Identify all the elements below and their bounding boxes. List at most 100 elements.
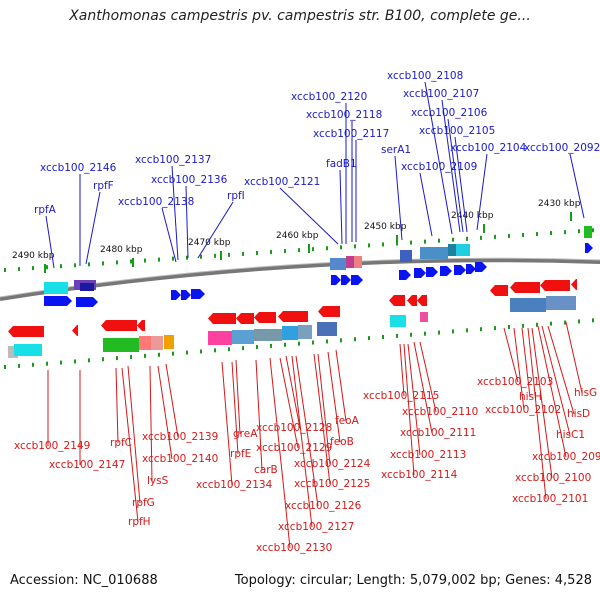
reverse-leader-line [527,327,547,500]
inner-scale-tick [564,320,566,325]
feature-block [80,283,94,291]
reverse-leader-line [399,343,405,397]
reverse-gene-arrow [318,306,340,317]
inner-scale-tick [522,323,524,328]
feature-block [546,296,576,310]
reverse-gene-label: hisD [567,408,590,420]
reverse-gene-arrow [407,295,417,306]
reverse-gene-label: xccb100_2126 [285,500,362,512]
forward-gene-arrow [475,262,487,272]
reverse-gene-label: xccb100_2100 [515,472,591,484]
reverse-gene-label: hisH [519,391,542,403]
forward-leader-line [197,201,234,259]
reverse-leader-line [547,325,575,415]
inner-scale-tick [88,358,90,363]
feature-block [298,325,312,339]
inner-scale-tick [172,351,174,356]
scale-label: 2430 kbp [538,199,581,209]
outer-scale-tick [32,266,34,271]
reverse-gene-label: xccb100_2114 [381,469,458,481]
forward-gene-arrow [76,297,98,307]
inner-scale-tick [116,356,118,361]
feature-block [14,344,42,356]
outer-scale-tick [18,267,20,272]
outer-scale-tick [144,258,146,263]
feature-block [151,336,163,350]
reverse-gene-label: hisG [574,387,597,399]
inner-scale-tick [32,362,34,367]
inner-scale-tick [256,344,258,349]
genome-summary-text: Topology: circular; Length: 5,079,002 bp… [234,573,592,588]
feature-block [400,250,412,262]
outer-scale-tick [228,252,230,257]
forward-gene-label: xccb100_2108 [387,70,463,82]
inner-scale-tick [592,318,594,323]
inner-scale-tick [214,348,216,353]
reverse-gene-arrow [236,313,254,324]
inner-scale-tick [242,346,244,351]
outer-scale-tick [284,249,286,254]
inner-scale-tick [508,324,510,329]
scale-label: 2440 kbp [451,211,494,221]
outer-scale-tick [102,261,104,266]
reverse-gene-label: greA [233,428,258,440]
reverse-leader-line [149,365,153,482]
forward-leader-line [476,153,488,231]
feature-block [317,322,337,336]
inner-scale-tick [368,336,370,341]
reverse-leader-line [541,325,571,436]
reverse-leader-line [565,321,583,394]
reverse-leader-line [221,361,233,486]
outer-scale-tick [522,233,524,237]
outer-scale-tick [60,264,62,269]
feature-block [232,330,254,344]
reverse-gene-label: xccb100_2103 [477,376,553,388]
outer-scale-tick [172,256,174,261]
feature-block [8,346,18,358]
inner-scale-tick [200,349,202,354]
inner-scale-tick [284,342,286,347]
outer-scale-tick [298,248,300,253]
reverse-leader-line [127,365,141,504]
reverse-leader-line [335,349,347,422]
inner-scale-tick [452,329,454,334]
inner-scale-tick [74,359,76,364]
forward-gene-label: xccb100_2109 [401,161,477,173]
reverse-gene-label: xccb100_2110 [402,406,478,418]
forward-leader-line [394,155,403,241]
forward-leader-line [419,172,433,237]
reverse-gene-label: feoA [335,415,360,427]
reverse-leader-line [231,361,239,455]
forward-gene-label: xccb100_2105 [419,125,495,137]
reverse-gene-label: carB [254,464,278,476]
forward-gene-arrow [466,264,476,274]
forward-gene-arrow [171,290,181,300]
outer-scale-tick [242,251,244,256]
accession-text: Accession: NC_010688 [10,573,158,588]
major-scale-tick [396,235,398,244]
reverse-gene-label: xccb100_2111 [400,427,476,439]
feature-block [354,256,362,268]
inner-scale-tick [270,343,272,348]
outer-scale-tick [592,228,594,233]
reverse-leader-line [537,325,567,458]
forward-gene-arrow [454,265,466,275]
forward-gene-arrow [341,275,351,285]
outer-scale-tick [382,242,384,247]
forward-leader-line [441,99,461,233]
forward-gene-label: rpfA [34,204,57,216]
feature-block [448,244,458,256]
reverse-gene-arrow [137,320,145,331]
inner-scale-tick [466,328,468,333]
inner-scale-tick [130,354,132,359]
forward-gene-label: xccb100_2118 [306,109,382,121]
forward-gene-arrow [399,270,411,280]
outer-scale-tick [494,234,496,239]
inner-scale-tick [228,347,230,352]
inner-scale-tick [60,360,62,365]
forward-gene-arrow [44,296,72,306]
reverse-gene-arrow [101,320,137,331]
reverse-leader-line [115,367,119,444]
major-scale-tick [220,251,222,260]
